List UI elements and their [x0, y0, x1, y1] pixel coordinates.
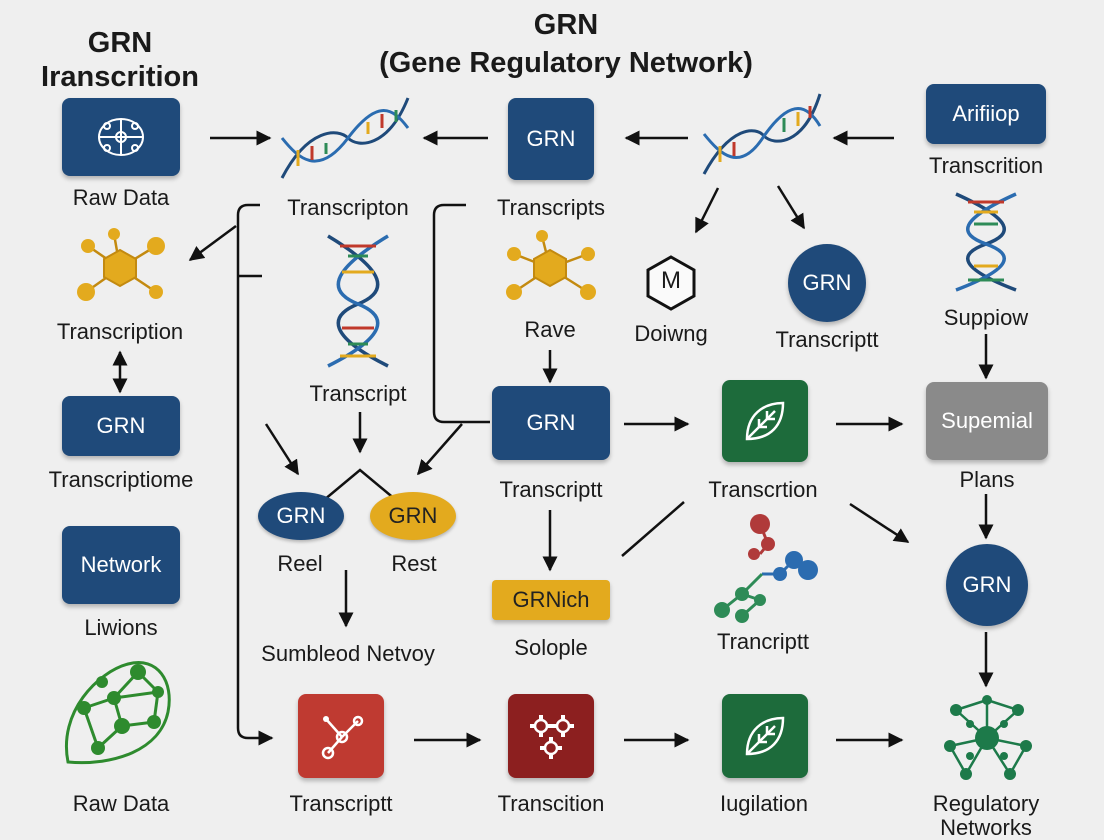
arrow-bracket-to-hexagon — [188, 224, 237, 262]
grn-center-label: Transcriptt — [499, 477, 603, 502]
arrow-to-oval-blue — [264, 423, 300, 476]
oval-blue-label: Reel — [277, 551, 323, 576]
grn-center-node[interactable]: GRN — [492, 386, 610, 460]
oval-yellow-node[interactable]: GRN — [370, 492, 456, 540]
arrow-leaf-to-grn-circle — [849, 502, 910, 544]
grn-left-node[interactable]: GRN — [62, 396, 180, 456]
hexagon-m-glyph: M — [661, 267, 681, 294]
diag-line-grnich-leaf — [621, 501, 685, 557]
transcription-left-label: Transcription — [56, 319, 184, 344]
molecule-hexagon-icon — [77, 228, 165, 301]
raw-data-top-label: Raw Data — [72, 185, 170, 210]
share-nodes-icon — [321, 715, 364, 760]
arifiiop-label: Transcrition — [928, 153, 1044, 178]
grn-top-label: Transcripts — [497, 195, 605, 220]
grn-circle-mid-label: Transcriptt — [775, 327, 879, 352]
bottom-maroon-node[interactable] — [508, 694, 594, 778]
leaf-mid-label: Transcrtion — [708, 477, 818, 502]
dna-helix-icon — [702, 93, 822, 175]
left-bracket-line — [236, 203, 274, 746]
grnich-node[interactable]: GRNich — [492, 580, 610, 620]
dna2-label: Transcript — [309, 381, 407, 406]
dna-helix-icon — [955, 192, 1017, 292]
regulatory-label-line2: Networks — [940, 815, 1032, 840]
suppiow-label: Suppiow — [943, 305, 1029, 330]
arifiiop-node[interactable]: Arifiiop — [926, 84, 1046, 144]
left-title-line1: GRN — [87, 27, 153, 59]
bottom-maroon-label: Transcition — [497, 791, 605, 816]
dna-helix-icon — [327, 234, 389, 368]
brain-network-icon — [98, 118, 144, 156]
arrow-dna3-to-grn-circle — [776, 185, 806, 230]
oval-yellow-label: Rest — [391, 551, 437, 576]
bottom-red-node[interactable] — [298, 694, 384, 778]
split-connector — [323, 468, 397, 501]
network-label: Liwions — [84, 615, 158, 640]
green-network-icon — [65, 661, 171, 765]
regulatory-label-line1: Regulatory — [932, 791, 1040, 816]
sumbleod-label: Sumbleod Netvoy — [261, 641, 435, 666]
grn-circle-mid[interactable]: GRN — [788, 244, 866, 322]
dna-helix-icon — [280, 97, 410, 179]
raw-data-node[interactable] — [62, 98, 180, 176]
leaf-icon — [745, 401, 785, 441]
bottom-green-node[interactable] — [722, 694, 808, 778]
hexagon-m-label: Doiwng — [634, 321, 708, 346]
center-title-line2: (Gene Regulatory Network) — [379, 47, 753, 79]
center-title-line1: GRN — [533, 9, 599, 41]
arrow-dna3-to-hexagon — [694, 187, 720, 234]
gears-icon — [530, 715, 574, 759]
rave-label: Rave — [524, 317, 576, 342]
network-node[interactable]: Network — [62, 526, 180, 604]
molecule-hexagon-icon — [506, 230, 596, 300]
supemial-node[interactable]: Supemial — [926, 382, 1048, 460]
molecule-cluster-icon — [714, 514, 818, 623]
bottom-green-label: Iugilation — [719, 791, 809, 816]
supemial-label: Plans — [959, 467, 1015, 492]
regulatory-network-icon — [944, 695, 1032, 780]
leaf-mid-node[interactable] — [722, 380, 808, 462]
dna1-label: Transcripton — [287, 195, 409, 220]
center-bracket-line — [432, 203, 490, 424]
bottom-red-label: Transcriptt — [289, 791, 393, 816]
hexagon-m-icon — [646, 255, 696, 311]
grnich-label: Solople — [514, 635, 588, 660]
molecule-label: Trancriptt — [716, 629, 810, 654]
arrow-to-oval-yellow — [417, 423, 463, 476]
raw-data-bottom-label: Raw Data — [72, 791, 170, 816]
grn-top-node[interactable]: GRN — [508, 98, 594, 180]
grn-left-label: Transcriptiome — [48, 467, 194, 492]
oval-blue-node[interactable]: GRN — [258, 492, 344, 540]
leaf-icon — [745, 716, 785, 756]
grn-circle-right[interactable]: GRN — [946, 544, 1028, 626]
left-title-line2: Iranscrition — [41, 61, 199, 93]
